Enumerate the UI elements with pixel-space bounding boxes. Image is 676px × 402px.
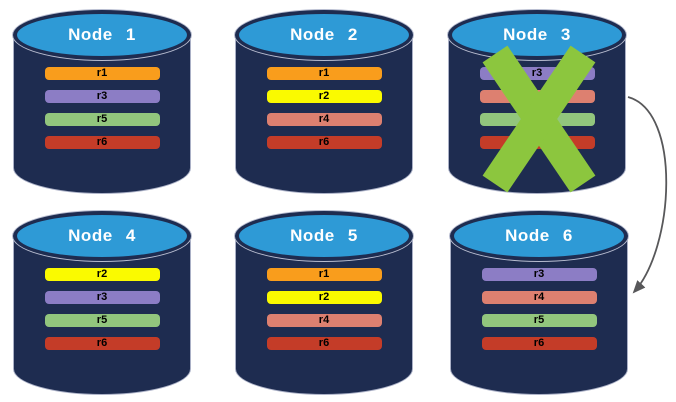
replica-bar: r2: [44, 268, 160, 281]
replica-bar: [479, 113, 595, 126]
replica-list: r2 r3 r5 r6: [13, 268, 191, 360]
node-title: Node 6: [505, 226, 573, 245]
replica-list: r1 r2 r4 r6: [235, 268, 413, 360]
node-2-cylinder: Node 2 r1 r2 r4 r6: [235, 10, 413, 195]
node-title: Node 3: [503, 25, 571, 44]
cylinder-top: Node 4: [13, 211, 191, 261]
replica-bar: r2: [266, 90, 382, 103]
cylinder-top: Node 6: [450, 211, 628, 261]
cylinder-top: Node 1: [13, 10, 191, 60]
replica-bar: r3: [479, 67, 595, 80]
replica-bar: r1: [266, 67, 382, 80]
replica-bar: r6: [44, 337, 160, 350]
replica-bar: r6: [481, 337, 597, 350]
replica-bar: r4: [266, 113, 382, 126]
node-title: Node 1: [68, 25, 136, 44]
replica-list: r1 r2 r4 r6: [235, 67, 413, 159]
arrow-curve: [627, 96, 668, 294]
replica-bar: r3: [44, 291, 160, 304]
node-title: Node 2: [290, 25, 358, 44]
node-title: Node 5: [290, 226, 358, 245]
replica-bar: r1: [266, 268, 382, 281]
node-6-cylinder: Node 6 r3 r4 r5 r6: [450, 211, 628, 396]
replica-bar: [479, 90, 595, 103]
replica-list: r3: [448, 67, 626, 159]
replica-bar: r4: [481, 291, 597, 304]
replica-list: r1 r3 r5 r6: [13, 67, 191, 159]
cylinder-top: Node 2: [235, 10, 413, 60]
node-4-cylinder: Node 4 r2 r3 r5 r6: [13, 211, 191, 396]
replica-bar: [479, 136, 595, 149]
replica-bar: r2: [266, 291, 382, 304]
replica-bar: r4: [266, 314, 382, 327]
replica-bar: r5: [44, 113, 160, 126]
node-1-cylinder: Node 1 r1 r3 r5 r6: [13, 10, 191, 195]
replica-bar: r6: [266, 337, 382, 350]
node-title: Node 4: [68, 226, 136, 245]
cylinder-top: Node 5: [235, 211, 413, 261]
cylinder-top: Node 3: [448, 10, 626, 60]
replica-bar: r5: [481, 314, 597, 327]
replica-bar: r1: [44, 67, 160, 80]
replica-bar: r3: [44, 90, 160, 103]
replica-list: r3 r4 r5 r6: [450, 268, 628, 360]
replica-bar: r6: [266, 136, 382, 149]
replica-bar: r3: [481, 268, 597, 281]
node-3-cylinder: Node 3 r3: [448, 10, 626, 195]
replica-bar: r6: [44, 136, 160, 149]
node-5-cylinder: Node 5 r1 r2 r4 r6: [235, 211, 413, 396]
replica-bar: r5: [44, 314, 160, 327]
